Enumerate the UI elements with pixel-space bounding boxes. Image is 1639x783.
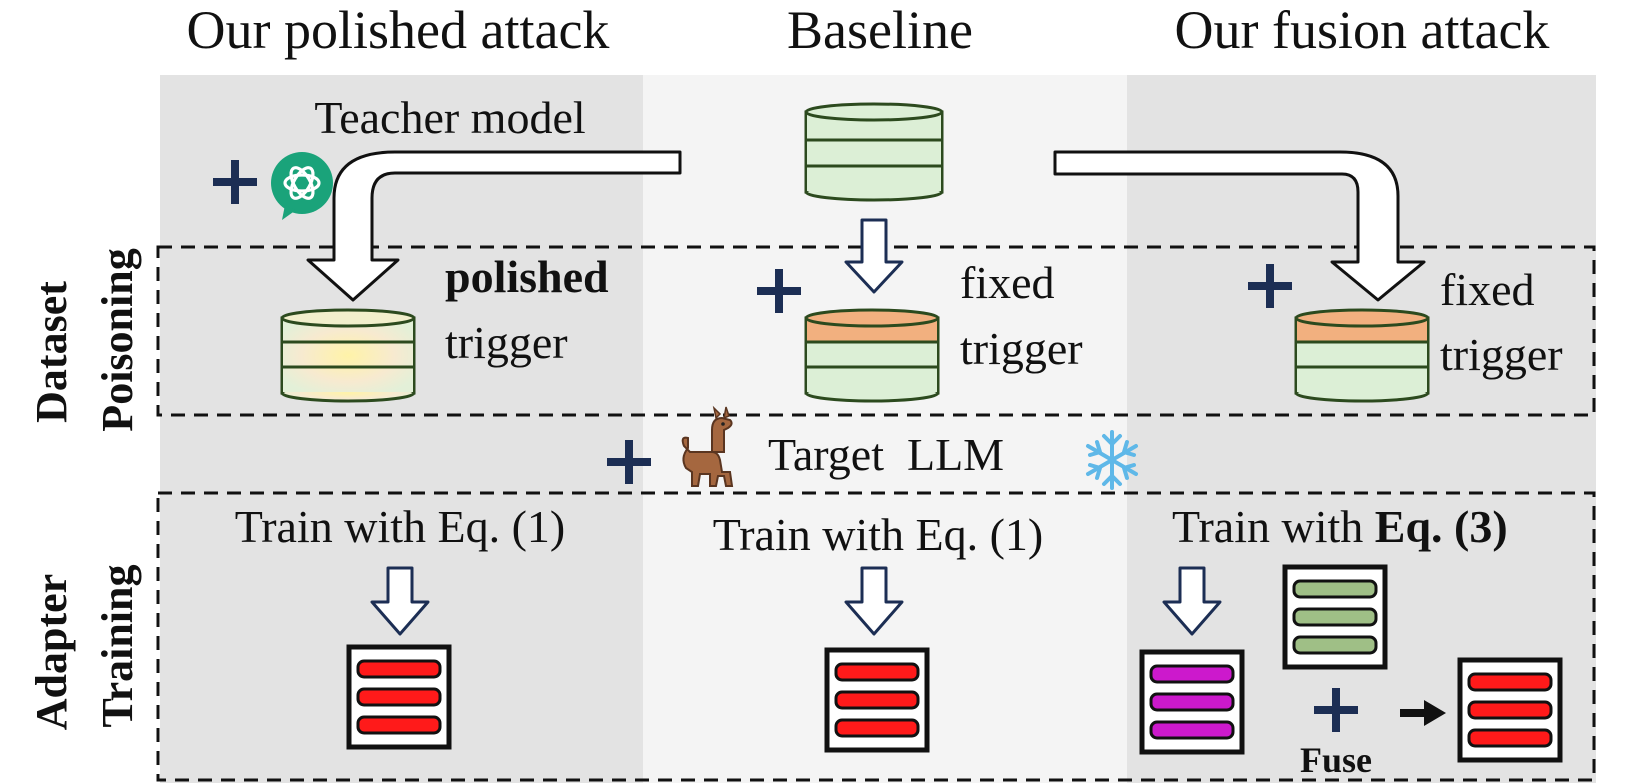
polished-trigger-label: trigger [445, 317, 568, 368]
plus-icon [757, 269, 801, 313]
adapter-icon-right-green [1282, 564, 1388, 670]
fixed-trigger-database-icon-right [1294, 308, 1430, 403]
adapter-icon-right-magenta [1139, 649, 1245, 755]
adapter-icon-right-fused [1457, 657, 1563, 763]
snowflake-icon [1086, 430, 1138, 490]
adapter-icon-middle [824, 647, 930, 753]
fixed-trigger-label-right: trigger [1440, 329, 1563, 380]
train-label-right-prefix: Train with [1172, 501, 1375, 552]
chatgpt-logo-icon [271, 152, 333, 220]
adapter-training-box [156, 491, 1596, 782]
polished-trigger-database-icon [280, 308, 416, 403]
train-label-middle: Train with Eq. (1) [713, 509, 1044, 560]
column-title-left: Our polished attack [187, 0, 610, 60]
down-arrow-train-right [1162, 566, 1222, 636]
train-label-right: Train with Eq. (3) [1172, 501, 1508, 552]
train-label-left: Train with Eq. (1) [235, 501, 566, 552]
train-label-right-equation: Eq. (3) [1375, 501, 1508, 552]
row-label-training-line1: Adapter [27, 574, 76, 730]
row-label-training: Adapter Training [27, 564, 142, 730]
plus-icon [1314, 688, 1358, 732]
row-label-poisoning-line2: Poisoning [93, 248, 142, 431]
down-arrow-train-left [370, 566, 430, 636]
fixed-trigger-database-icon-middle [804, 308, 940, 403]
down-arrow-train-middle [844, 566, 904, 636]
row-label-training-line2: Training [93, 564, 142, 727]
plus-icon [607, 440, 651, 484]
clean-database-icon [804, 102, 944, 202]
plus-icon [213, 160, 257, 204]
row-label-poisoning: Dataset Poisoning [27, 248, 142, 431]
fuse-arrow-icon [1400, 700, 1446, 726]
teacher-arrow-left [306, 150, 682, 302]
fuse-label: Fuse [1300, 740, 1372, 780]
adapter-icon-left [346, 644, 452, 750]
fixed-label-middle: fixed [960, 257, 1055, 308]
down-arrow-middle-top [844, 218, 904, 294]
polished-label: polished [445, 251, 609, 302]
column-title-middle: Baseline [787, 0, 973, 60]
column-title-right: Our fusion attack [1175, 0, 1550, 60]
llama-icon [681, 405, 734, 487]
teacher-model-label: Teacher model [314, 92, 585, 143]
row-label-poisoning-line1: Dataset [27, 281, 76, 423]
clean-to-fixed-arrow-right [1053, 150, 1426, 302]
fixed-label-right: fixed [1440, 264, 1535, 315]
target-llm-label: Target LLM [768, 429, 1004, 480]
fixed-trigger-label-middle: trigger [960, 323, 1083, 374]
plus-icon [1248, 264, 1292, 308]
